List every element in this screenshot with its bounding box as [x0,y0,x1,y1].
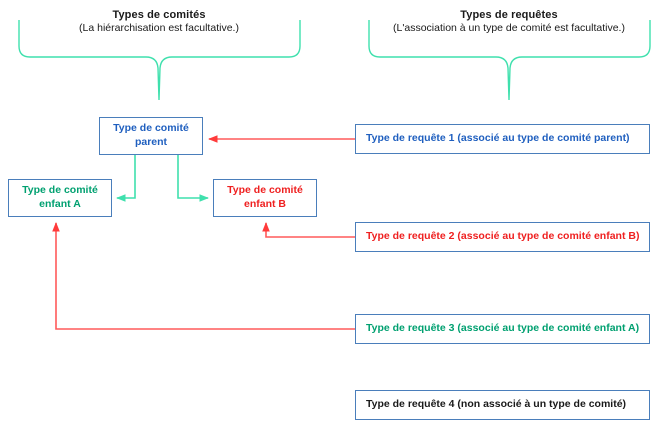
request-node-2[interactable]: Type de requête 2 (associé au type de co… [355,222,650,252]
group-subtitle-committees: (La hiérarchisation est facultative.) [79,22,239,35]
committee-node-child-a-label: Type de comité enfant A [22,184,98,210]
request-node-1[interactable]: Type de requête 1 (associé au type de co… [355,124,650,154]
committee-node-child-a[interactable]: Type de comité enfant A [8,179,112,217]
request-node-3-label: Type de requête 3 (associé au type de co… [366,322,640,335]
group-heading-requests: Types de requêtes (L'association à un ty… [368,8,650,36]
group-title-requests: Types de requêtes [460,9,558,21]
request-node-4[interactable]: Type de requête 4 (non associé à un type… [355,390,650,420]
committee-node-child-b[interactable]: Type de comité enfant B [213,179,317,217]
committee-node-parent-label: Type de comité parent [113,122,189,148]
group-subtitle-requests: (L'association à un type de comité est f… [393,22,625,35]
group-heading-committees: Types de comités (La hiérarchisation est… [18,8,300,36]
committee-node-child-b-label: Type de comité enfant B [227,184,303,210]
association-connector-request-2-to-child-b [262,222,355,238]
request-node-4-label: Type de requête 4 (non associé à un type… [366,398,627,411]
group-title-committees: Types de comités [112,9,206,21]
request-node-2-label: Type de requête 2 (associé au type de co… [366,230,640,243]
committee-node-parent[interactable]: Type de comité parent [99,117,203,155]
request-node-3[interactable]: Type de requête 3 (associé au type de co… [355,314,650,344]
hierarchy-connector-parent-to-child-b [177,155,209,202]
request-node-1-label: Type de requête 1 (associé au type de co… [366,132,630,145]
association-connector-request-3-to-child-a [52,222,355,330]
hierarchy-connector-parent-to-child-a [116,155,136,202]
